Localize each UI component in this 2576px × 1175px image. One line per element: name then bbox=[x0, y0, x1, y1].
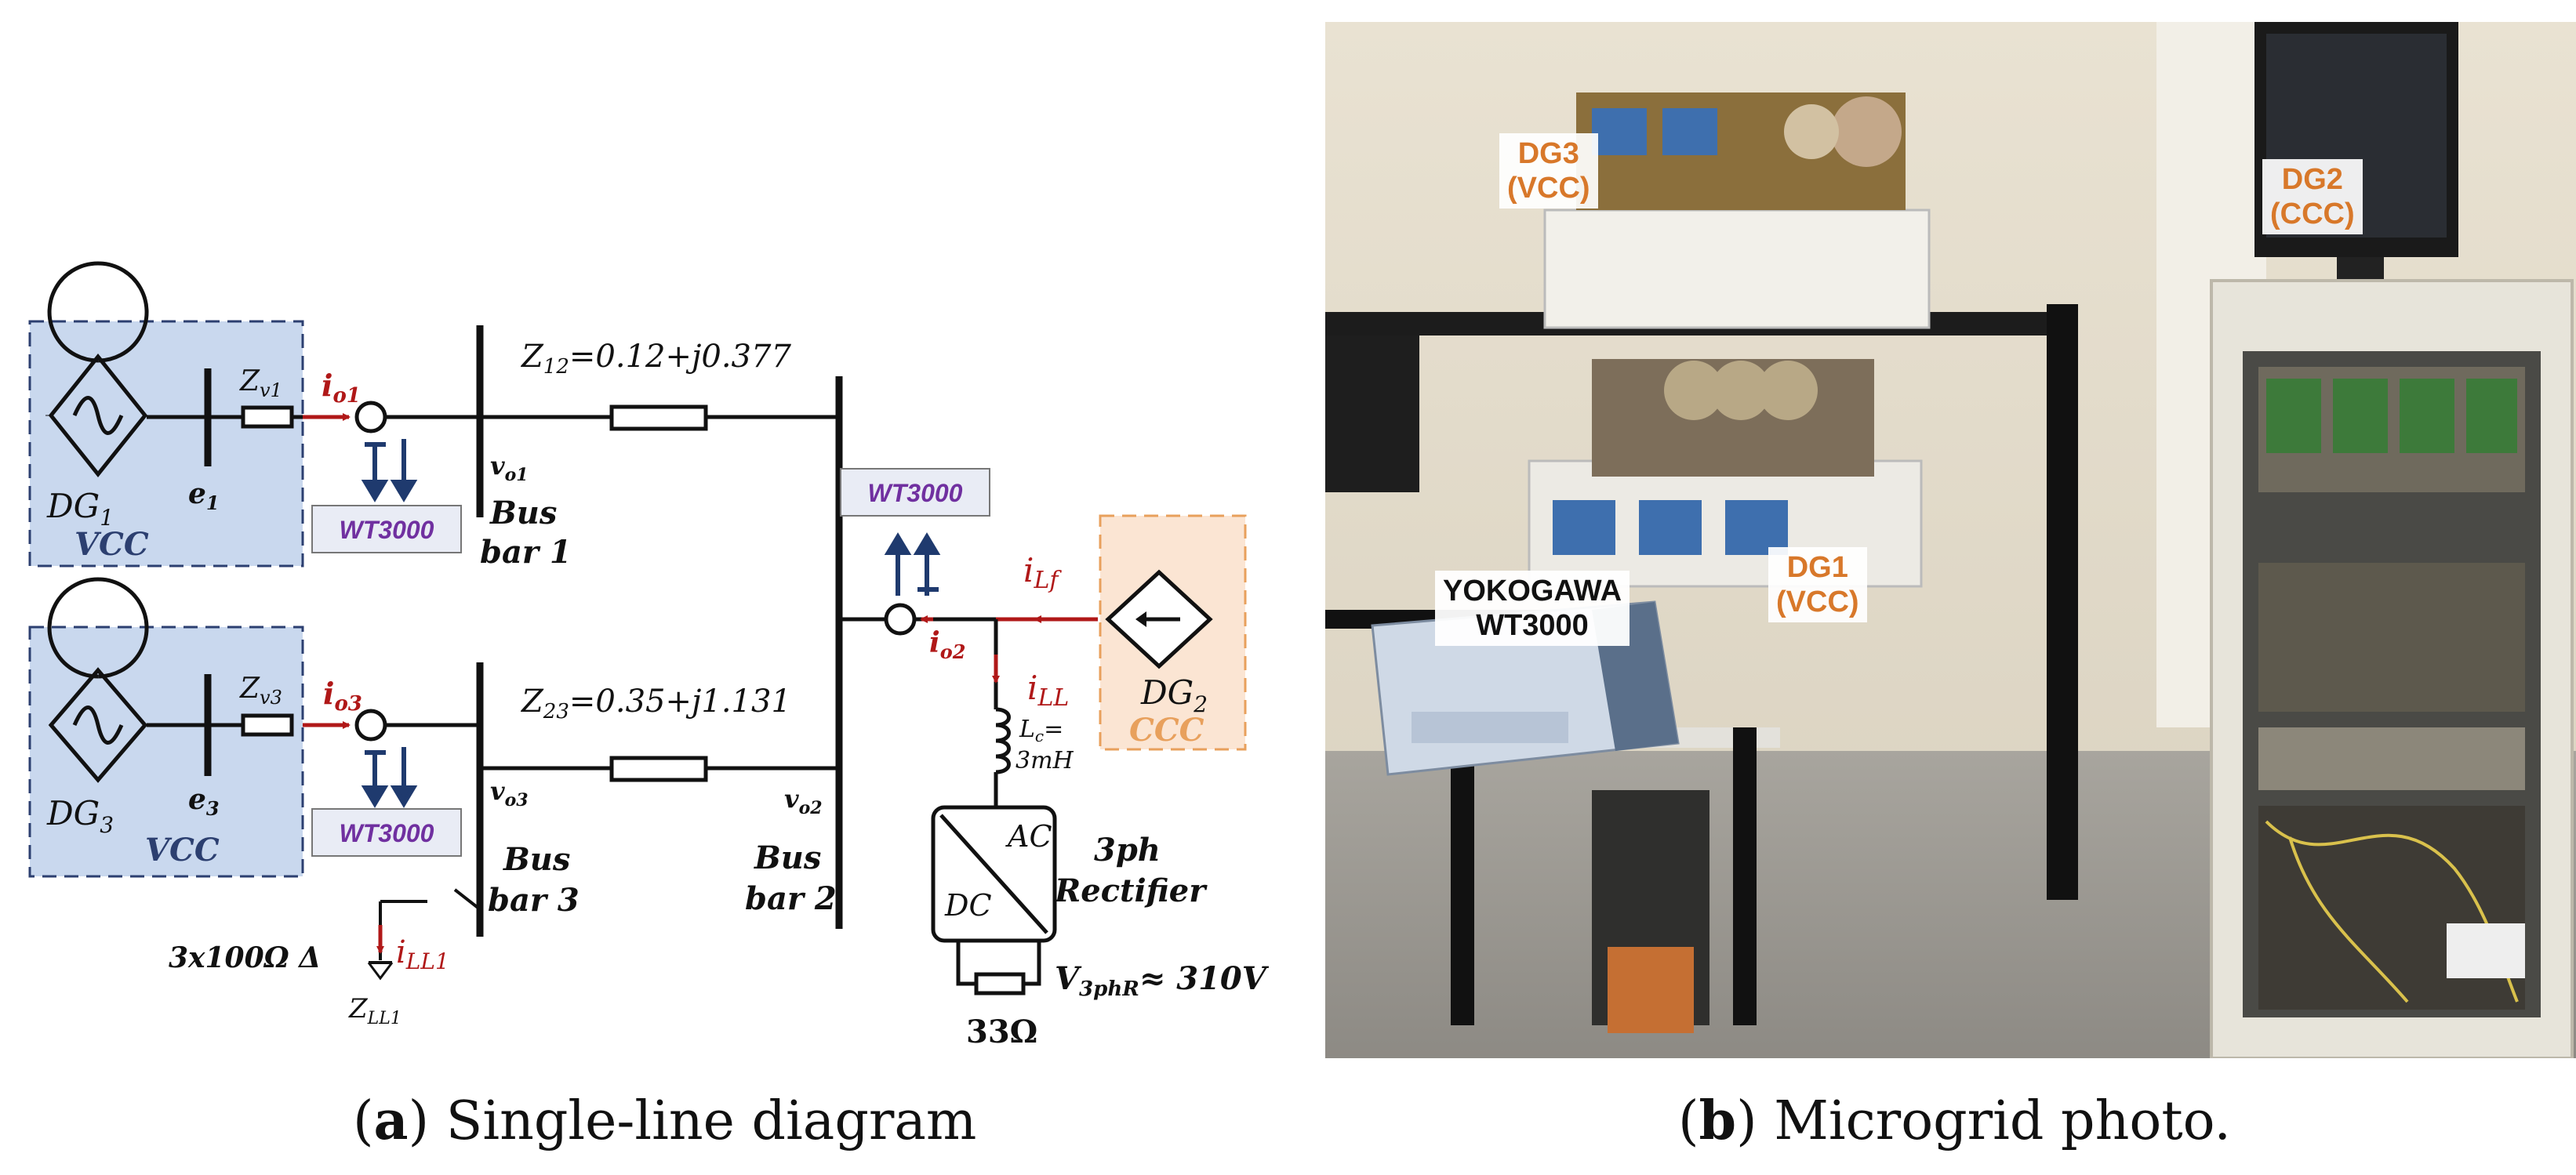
bus2-label-1: Bus bbox=[754, 840, 821, 876]
dg3-zv-label: Zv3 bbox=[239, 673, 282, 709]
dg3-meter-box bbox=[311, 808, 462, 857]
dg2-photo-label: DG2 (CCC) bbox=[2262, 159, 2363, 234]
resistor-value: 33Ω bbox=[966, 1014, 1037, 1050]
monitor-left bbox=[1325, 335, 1419, 492]
dg2-ccc-box: DG2 CCC bbox=[1099, 514, 1247, 751]
z23-label: Z23=0.35+j1.131 bbox=[520, 684, 791, 723]
z12-impedance bbox=[609, 404, 708, 431]
dg1-source-icon bbox=[45, 353, 148, 478]
dg3-photo-label-line1: DG3 bbox=[1517, 137, 1579, 170]
dg3-ct-icon bbox=[354, 709, 387, 742]
rectifier-label-1: 3ph bbox=[1094, 832, 1161, 869]
bus3-label-1: Bus bbox=[503, 841, 570, 878]
bus2-meter-arrows bbox=[884, 532, 941, 596]
vo1-label: vo1 bbox=[490, 451, 529, 485]
bus2-meter-box bbox=[840, 468, 990, 517]
bus2-label-2: bar 2 bbox=[745, 880, 837, 917]
rectifier-ac-label: AC bbox=[1005, 819, 1052, 854]
ll1-load-switch bbox=[367, 888, 481, 981]
v3phr-label: V3phR≈ 310V bbox=[1055, 960, 1270, 1001]
vo2-label: vo2 bbox=[784, 784, 823, 818]
dg1-photo-label-line2: (VCC) bbox=[1776, 586, 1859, 618]
bus2-ct-icon bbox=[884, 603, 917, 636]
bus1-label-2: bar 1 bbox=[480, 534, 572, 571]
dg3-meter-label: WT3000 bbox=[340, 819, 434, 847]
ill1-label: iLL1 bbox=[396, 934, 449, 974]
vo3-label: vo3 bbox=[490, 776, 529, 811]
dg1-photo-label: DG1 (VCC) bbox=[1768, 547, 1867, 622]
caption-b-text: Microgrid photo. bbox=[1757, 1090, 2232, 1152]
bus2-meter-label: WT3000 bbox=[868, 479, 963, 507]
yokogawa-photo-label-line2: WT3000 bbox=[1476, 609, 1589, 642]
dg3-photo-label: DG3 (VCC) bbox=[1499, 133, 1598, 209]
caption-b-letter: b bbox=[1699, 1090, 1737, 1152]
bus3-label-2: bar 3 bbox=[488, 882, 580, 919]
dg3-source-icon bbox=[48, 667, 148, 783]
rectifier-label-2: Rectifier bbox=[1054, 872, 1208, 909]
dg2-photo-label-line2: (CCC) bbox=[2270, 198, 2355, 230]
dg2-arrow-icon bbox=[1135, 611, 1146, 627]
ll1-resistance-label: 3x100Ω Δ bbox=[169, 941, 321, 974]
dg3-photo-label-line2: (VCC) bbox=[1507, 172, 1590, 205]
zll1-label: ZLL1 bbox=[348, 993, 401, 1028]
caption-a-letter: a bbox=[373, 1090, 409, 1152]
lc-value: 3mH bbox=[1016, 747, 1074, 774]
ilf-label: iLf bbox=[1023, 551, 1062, 594]
dg1-mode: VCC bbox=[74, 526, 149, 563]
lc-label: Lc= bbox=[1019, 716, 1063, 745]
yokogawa-photo-label-line1: YOKOGAWA bbox=[1443, 575, 1622, 607]
dg1-sine-icon bbox=[72, 396, 124, 435]
dg1-meter-box bbox=[311, 505, 462, 553]
rectifier-dc-label: DC bbox=[944, 888, 992, 923]
z23-impedance bbox=[609, 756, 708, 782]
dg3-node-label: e3 bbox=[188, 783, 220, 820]
dg1-zv-label: Zv1 bbox=[239, 365, 282, 401]
ill-label: iLL bbox=[1027, 669, 1069, 712]
dg1-name: DG1 bbox=[46, 487, 114, 531]
dg1-meter-label: WT3000 bbox=[340, 516, 434, 544]
dg1-photo-label-line1: DG1 bbox=[1786, 551, 1848, 584]
caption-b: (b) Microgrid photo. bbox=[1678, 1090, 2232, 1152]
io3-label: io3 bbox=[323, 676, 362, 716]
dg1-vcc-box: DG1 VCC e1 Zv1 bbox=[28, 261, 349, 568]
bus1-label-1: Bus bbox=[489, 495, 557, 531]
dg2-mode: CCC bbox=[1129, 712, 1204, 749]
io2-label: io2 bbox=[929, 626, 965, 663]
dg1-meter-arrows bbox=[361, 439, 418, 502]
microgrid-photo: DG3 (VCC) DG2 (CCC) DG1 (VCC) YOKOGAWA W… bbox=[1325, 22, 2576, 1058]
yokogawa-photo-label: YOKOGAWA WT3000 bbox=[1435, 571, 1630, 646]
dg3-mode: VCC bbox=[145, 832, 220, 869]
io1-label: io1 bbox=[322, 368, 361, 408]
dg3-board bbox=[1543, 209, 1931, 329]
dg1-ct-icon bbox=[354, 401, 387, 433]
dg1-virtual-impedance bbox=[241, 405, 294, 429]
single-line-diagram: DG1 VCC e1 Zv1 io1 WT3000 vo1 Bus bar 1 … bbox=[28, 261, 1270, 1050]
dg1-node-label: e1 bbox=[188, 477, 220, 514]
dg3-vcc-box: DG3 VCC e3 Zv3 bbox=[28, 577, 304, 878]
dg3-virtual-impedance bbox=[241, 713, 294, 737]
dg3-name: DG3 bbox=[46, 794, 114, 838]
dg3-meter-arrows bbox=[361, 747, 418, 808]
dg3-sine-icon bbox=[72, 705, 124, 745]
lc-inductor-icon bbox=[995, 707, 1011, 774]
caption-a: (a) Single-line diagram bbox=[353, 1090, 977, 1152]
dg2-name: DG2 bbox=[1140, 673, 1208, 717]
dc-resistor bbox=[974, 972, 1026, 995]
dg1-source-circle bbox=[47, 261, 149, 363]
caption-a-text: Single-line diagram bbox=[429, 1090, 977, 1152]
z12-label: Z12=0.12+j0.377 bbox=[520, 339, 791, 379]
dg2-photo-label-line1: DG2 bbox=[2281, 163, 2343, 196]
